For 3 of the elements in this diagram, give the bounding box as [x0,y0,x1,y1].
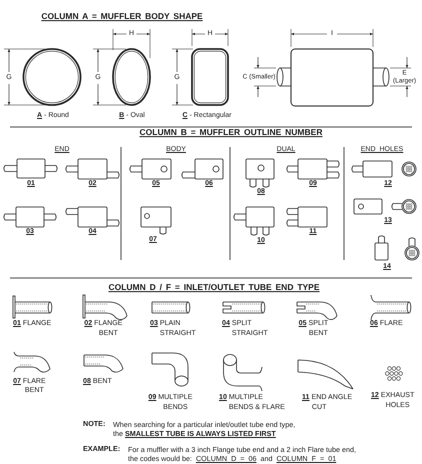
section-heading: COLUMN A = MUFFLER BODY SHAPE [41,12,203,22]
section-heading: COLUMN B = MUFFLER OUTLINE NUMBER [140,128,322,138]
section-heading: COLUMN D / F = INLET/OUTLET TUBE END TYPE [108,283,320,293]
